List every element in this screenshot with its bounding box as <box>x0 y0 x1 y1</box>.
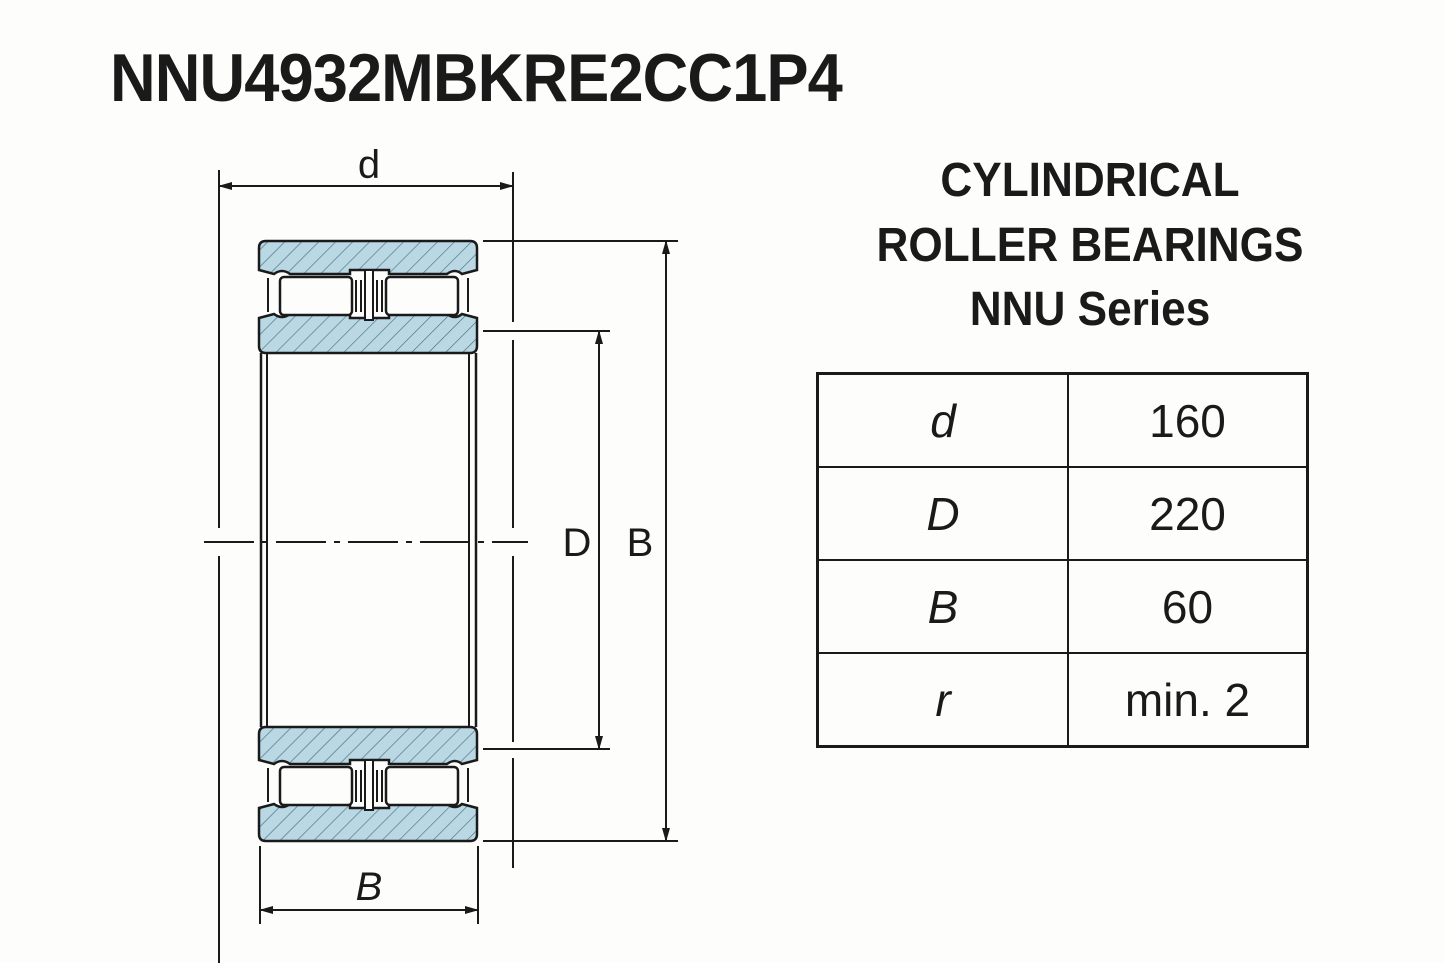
dimension-label-B-vertical: B <box>627 521 654 565</box>
dimension-D <box>483 330 610 750</box>
roller-bottom-left <box>278 765 354 807</box>
specifications-table: d 160 D 220 B 60 r min. 2 <box>816 372 1309 748</box>
value-cell: 160 <box>1067 372 1309 468</box>
heading-line-2: ROLLER BEARINGS <box>876 219 1304 272</box>
bottom-bearing-section <box>257 725 479 843</box>
dimension-B-horizontal <box>259 846 479 924</box>
roller-top-left <box>278 275 354 317</box>
dimension-label-d: d <box>358 143 380 187</box>
symbol-cell: D <box>816 466 1069 561</box>
value-cell: 220 <box>1067 466 1309 561</box>
symbol-cell: d <box>816 372 1069 468</box>
roller-top-right <box>384 275 460 317</box>
heading-line-1: CYLINDRICAL <box>940 154 1240 207</box>
table-row: r min. 2 <box>816 652 1309 748</box>
value-cell: min. 2 <box>1067 652 1309 748</box>
symbol-cell: B <box>816 559 1069 654</box>
part-number-title: NNU4932MBKRE2CC1P4 <box>110 40 843 116</box>
dimension-label-D: D <box>563 521 592 565</box>
table-row: B 60 <box>816 559 1309 654</box>
top-bearing-section <box>257 239 479 355</box>
table-row: D 220 <box>816 466 1309 561</box>
symbol-cell: r <box>816 652 1069 748</box>
outer-ring-top <box>257 239 479 276</box>
roller-bottom-right <box>384 765 460 807</box>
inner-ring-bottom <box>257 725 479 766</box>
heading-line-3: NNU Series <box>969 283 1211 336</box>
dimension-B-vertical <box>483 240 678 842</box>
value-cell: 60 <box>1067 559 1309 654</box>
dimension-label-B-horizontal: B <box>356 865 383 909</box>
table-row: d 160 <box>816 372 1309 468</box>
dimension-d <box>218 170 514 963</box>
